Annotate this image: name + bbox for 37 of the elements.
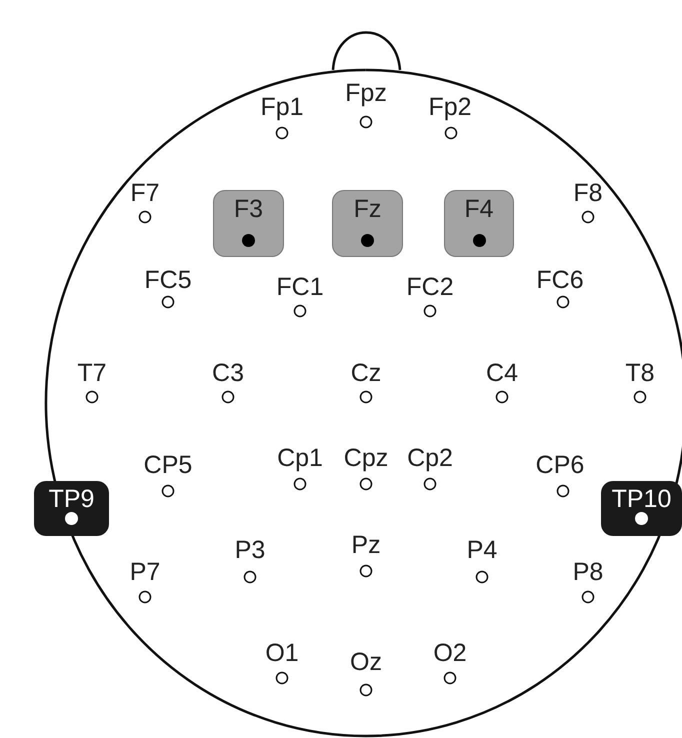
electrode-label: O1 [265,640,299,666]
electrode-label: Fp2 [428,94,472,120]
electrode-label: Oz [350,649,382,675]
electrode-label: FC5 [144,267,192,293]
electrode-label: P3 [234,537,266,563]
electrode-label: FC2 [406,274,454,300]
highlighted-electrode-pad [332,190,403,257]
electrode-label: CP6 [536,452,584,478]
electrode-label: F3 [232,196,264,222]
electrode-label: Cp2 [407,445,453,471]
electrode-label: FC6 [536,267,584,293]
electrode-label: C4 [486,360,518,386]
electrode-label: Fp1 [260,94,304,120]
electrode-label: T7 [77,360,107,386]
electrode-label: Fpz [345,80,387,106]
electrode-label: P7 [130,559,160,585]
electrode-label: O2 [433,640,467,666]
electrode-label: P8 [572,559,604,585]
electrode-label: TP10 [610,486,672,512]
electrode-label: P4 [466,537,498,563]
electrode-label: TP9 [48,486,96,512]
highlighted-electrode-pad [34,481,109,536]
electrode-label: CP5 [144,452,192,478]
electrode-label: F4 [463,196,495,222]
electrode-label: FC1 [276,274,324,300]
electrode-label: C3 [212,360,244,386]
electrode-label: Cz [350,360,382,386]
electrode-label: Cp1 [277,445,323,471]
highlighted-electrode-pad [213,190,284,257]
highlighted-electrode-pad [444,190,514,257]
electrode-label: Fz [352,196,382,222]
electrode-label: Cpz [344,445,388,471]
electrode-label: Pz [351,532,381,558]
electrode-label: F8 [573,180,603,206]
highlighted-electrode-pad [601,481,682,536]
electrode-label: T8 [625,360,655,386]
electrode-label: F7 [130,180,160,206]
